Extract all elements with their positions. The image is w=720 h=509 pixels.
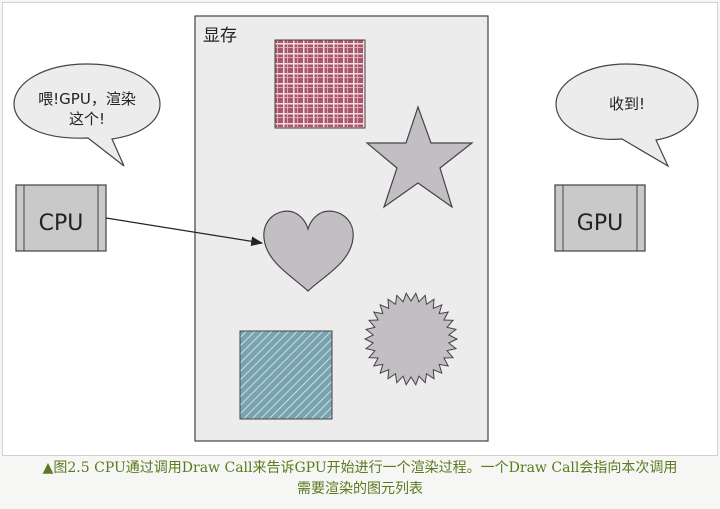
cpu-speech-bubble: 喂!GPU，渲染 这个! — [13, 63, 161, 167]
memory-label: 显存 — [203, 26, 237, 46]
cpu-box: CPU — [15, 184, 107, 252]
seal-shape — [363, 292, 459, 386]
caption-line-2: 需要渲染的图元列表 — [297, 481, 423, 497]
cpu-bubble-line1: 喂!GPU，渲染 — [38, 90, 136, 108]
gpu-bubble-text: 收到! — [609, 95, 645, 113]
cpu-label: CPU — [39, 211, 84, 236]
plaid-square-shape — [274, 39, 366, 129]
gpu-label: GPU — [577, 211, 623, 236]
gpu-box: GPU — [554, 184, 646, 252]
blue-square-shape — [239, 330, 333, 420]
gpu-speech-bubble: 收到! — [555, 63, 699, 168]
figure-caption: ▲图2.5 CPU通过调用Draw Call来告诉GPU开始进行一个渲染过程。一… — [0, 458, 720, 500]
heart-shape — [263, 210, 354, 292]
cpu-bubble-line2: 这个! — [69, 110, 105, 128]
caption-line-1: ▲图2.5 CPU通过调用Draw Call来告诉GPU开始进行一个渲染过程。一… — [42, 460, 678, 476]
draw-call-arrow — [105, 217, 264, 247]
star-shape — [365, 105, 474, 209]
